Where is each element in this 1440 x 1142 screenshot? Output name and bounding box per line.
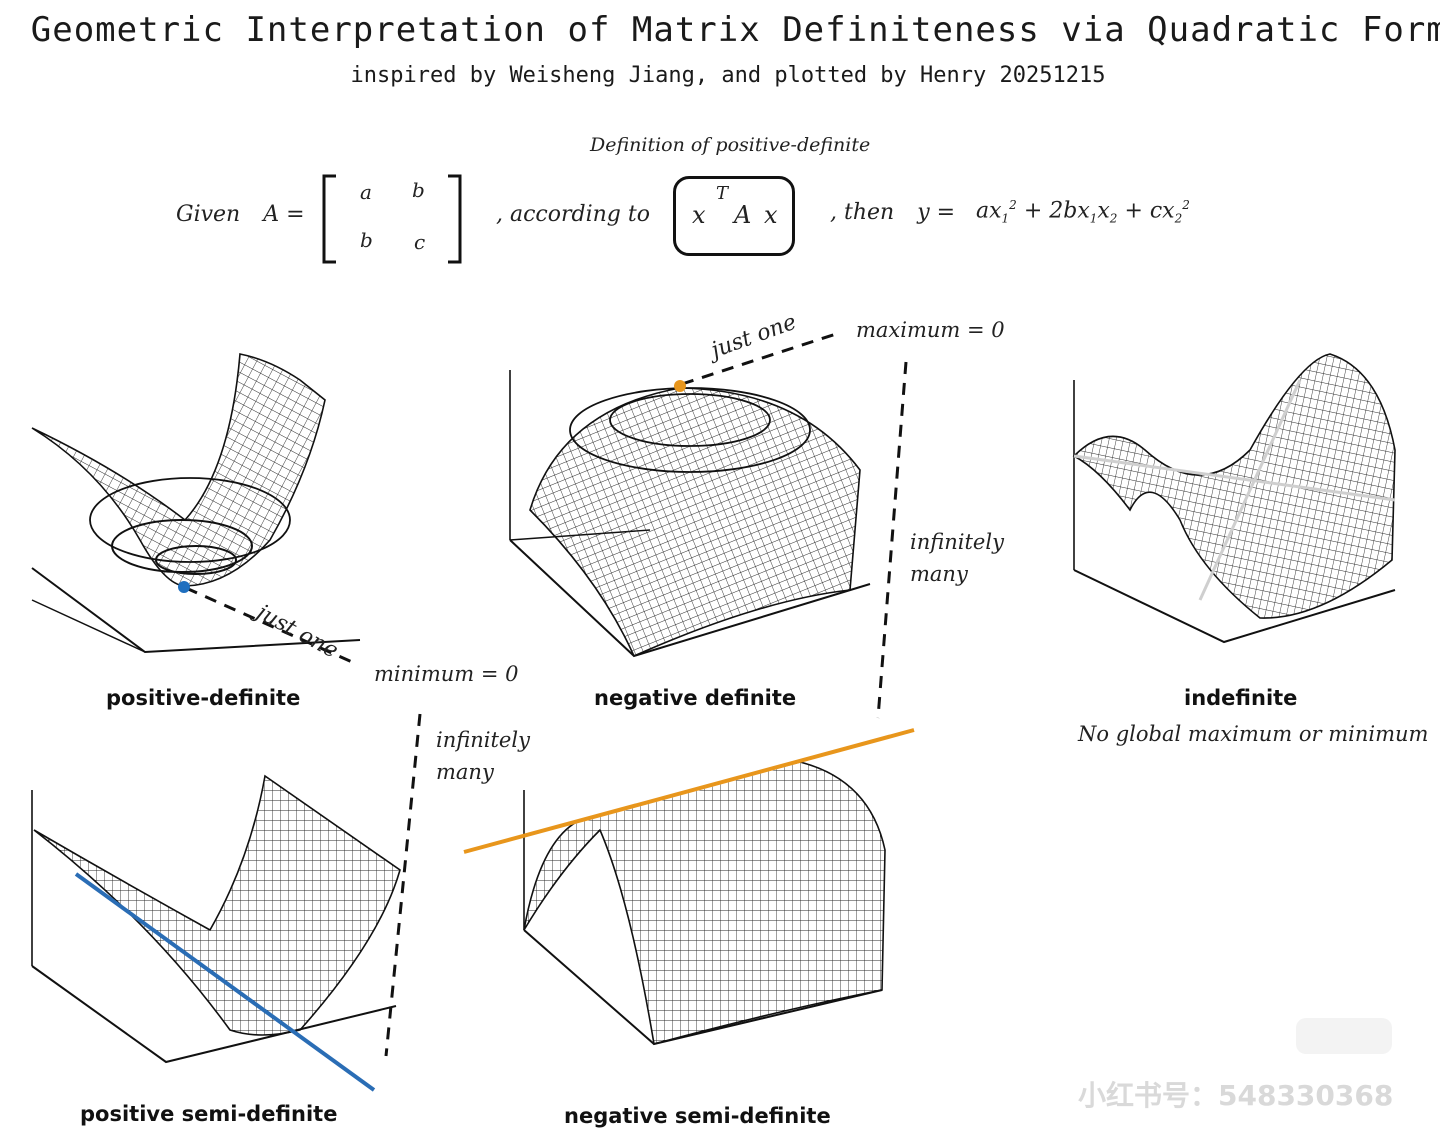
formula-term-3: + cx (1124, 198, 1175, 224)
psd-label: positive semi-definite (80, 1102, 338, 1126)
given-text: Given A = (176, 202, 305, 227)
nsd-many-label: many (910, 562, 968, 586)
page-title: Geometric Interpretation of Matrix Defin… (30, 10, 1440, 50)
indefinite-label: indefinite (1184, 686, 1298, 710)
y-equals: y = (917, 200, 956, 225)
nsd-label: negative semi-definite (564, 1104, 831, 1128)
max-point-line (681, 332, 837, 386)
positive-definite-surface (31, 353, 361, 654)
matrix-a-entry: a (360, 180, 372, 204)
according-to-text: , according to (496, 202, 650, 227)
definition-heading: Definition of positive-definite (590, 134, 871, 156)
box-x-left: x (692, 201, 706, 229)
formula-sup-3: 2 (1182, 198, 1190, 212)
nd-maximum-label: maximum = 0 (856, 318, 1005, 342)
formula-sub-2a: 1 (1089, 211, 1098, 226)
matrix-b-entry-bottom: b (360, 228, 373, 252)
box-transpose: T (716, 183, 729, 204)
box-a: A (734, 201, 752, 229)
watermark-text: 小红书号：548330368 (1078, 1079, 1394, 1112)
psd-infinitely-label: infinitely (436, 728, 530, 752)
nsd-infinitely-label: infinitely (910, 530, 1004, 554)
matrix-bracket-right (448, 174, 462, 264)
negative-semi-definite-surface (523, 761, 886, 1046)
then-text: , then y = (830, 200, 955, 225)
formula-term-1: ax (976, 198, 1002, 224)
given-word: Given (176, 202, 241, 227)
matrix-bracket-left (322, 174, 336, 264)
minimum-point (178, 581, 190, 593)
box-x-right: x (764, 201, 778, 229)
psd-infinite-dash (384, 713, 422, 1057)
nsd-infinite-dash (876, 361, 908, 719)
nd-label: negative definite (594, 686, 797, 710)
quadratic-form-box: x T A x (673, 176, 795, 256)
quadratic-formula: ax12 + 2bx1x2 + cx22 (976, 198, 1190, 226)
negative-definite-surface (509, 370, 871, 658)
formula-term-2: + 2bx (1023, 198, 1090, 224)
positive-semi-definite-surface (31, 774, 401, 1064)
formula-sub-3: 2 (1174, 211, 1183, 226)
psd-zero-line (74, 872, 376, 1092)
indefinite-note: No global maximum or minimum (1078, 722, 1429, 746)
pd-label: positive-definite (106, 686, 301, 710)
matrix-b-entry-top: b (412, 178, 425, 202)
psd-many-label: many (436, 760, 494, 784)
matrix-c-entry: c (414, 230, 426, 254)
min-point-line (185, 586, 353, 664)
watermark-logo (1296, 1018, 1392, 1054)
formula-term-2x: x (1097, 198, 1110, 224)
formula-sub-1: 1 (1001, 211, 1010, 226)
pd-minimum-label: minimum = 0 (374, 662, 519, 686)
formula-sub-2b: 2 (1109, 211, 1118, 226)
formula-sup-1: 2 (1009, 198, 1017, 212)
maximum-point (674, 380, 686, 392)
page-subtitle: inspired by Weisheng Jiang, and plotted … (350, 63, 1106, 88)
nsd-zero-line (463, 728, 915, 854)
indefinite-surface (1072, 353, 1396, 644)
matrix-name: A = (263, 202, 305, 227)
then-word: , then (830, 200, 895, 225)
